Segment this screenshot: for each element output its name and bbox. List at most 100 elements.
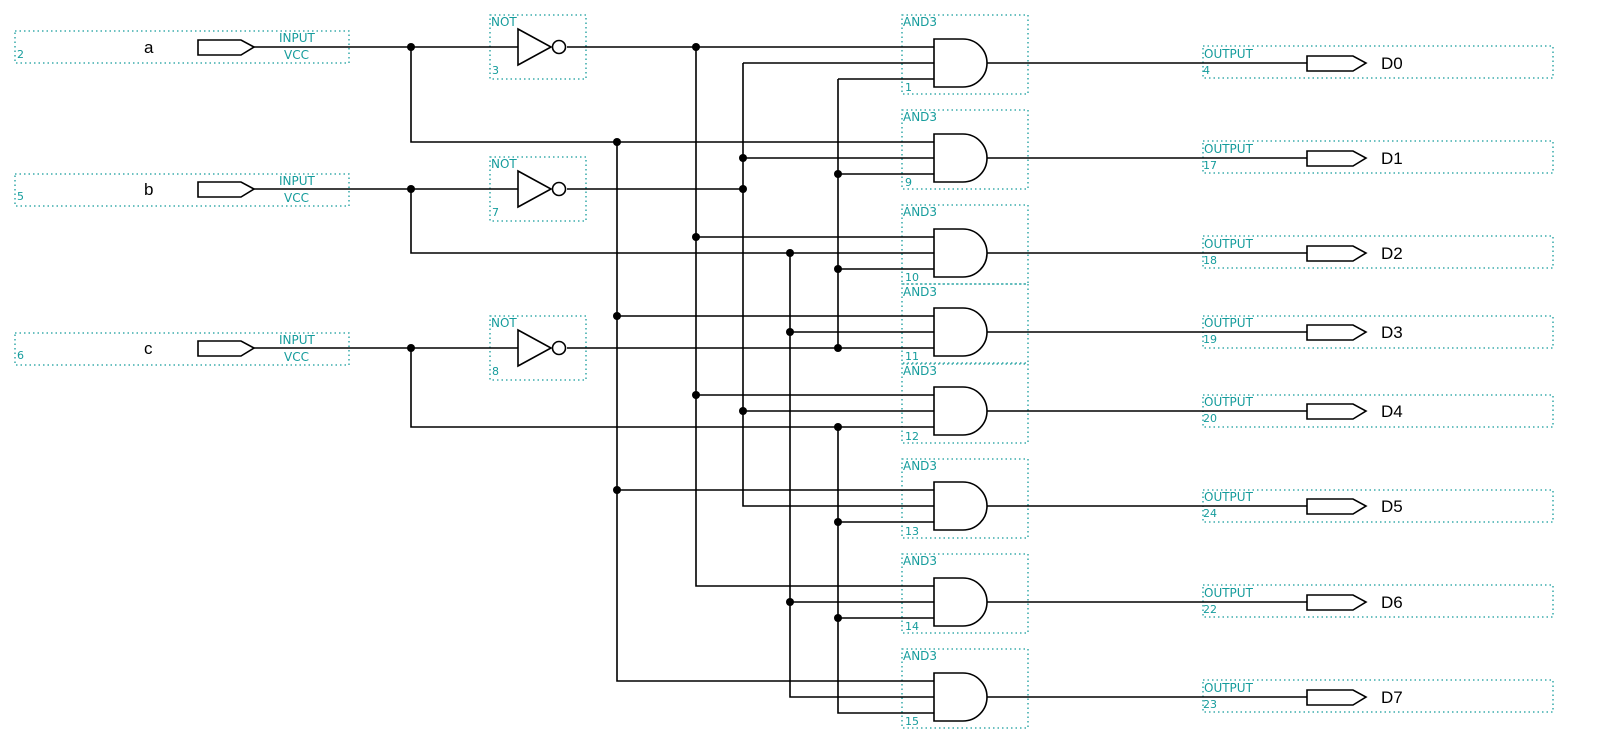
not-gate-bubble [551,181,567,197]
output-pin-symbol [1306,324,1368,341]
input-pin-number: 6 [17,349,24,362]
and3-type-label: AND3 [903,554,937,568]
output-name: D1 [1381,149,1403,168]
and3-gate-symbol [933,672,988,722]
not-instance-number: 8 [492,365,499,378]
output-type-label: OUTPUT [1204,47,1254,61]
and3-gate-symbol [933,228,988,278]
and3-gate-14[interactable]: AND3 14 [903,554,988,633]
output-pin-symbol [1306,689,1368,706]
output-pin-number: 17 [1203,159,1217,172]
input-name: b [144,180,153,199]
and3-gate-1[interactable]: AND3 1 [903,15,988,94]
output-name: D7 [1381,688,1403,707]
output-name: D3 [1381,323,1403,342]
output-d5[interactable]: OUTPUT 24 D5 [1203,490,1403,520]
output-pin-number: 24 [1203,507,1217,520]
and3-gate-9[interactable]: AND3 9 [903,110,988,189]
output-type-label: OUTPUT [1204,142,1254,156]
input-a[interactable]: 2 a INPUT VCC [17,31,316,62]
and3-type-label: AND3 [903,649,937,663]
output-pin-number: 19 [1203,333,1217,346]
and3-gate-symbol [933,307,988,357]
wires [254,46,1307,714]
output-d7[interactable]: OUTPUT 23 D7 [1203,681,1403,711]
output-pin-symbol [1306,594,1368,611]
not-type-label: NOT [491,157,517,171]
not-type-label: NOT [491,316,517,330]
input-name: c [144,339,153,358]
not-gate-7[interactable]: NOT 7 [491,157,567,219]
not-gate-symbol [517,328,553,368]
output-pin-symbol [1306,498,1368,515]
component-boxes [14,14,1554,729]
output-type-label: OUTPUT [1204,490,1254,504]
output-name: D0 [1381,54,1403,73]
output-d0[interactable]: OUTPUT 4 D0 [1203,47,1403,77]
output-pin-number: 22 [1203,603,1217,616]
input-type-label: INPUT [279,333,316,347]
and3-gate-symbol [933,386,988,436]
output-pin-number: 23 [1203,698,1217,711]
not-type-label: NOT [491,15,517,29]
and3-gate-symbol [933,38,988,88]
and3-instance-number: 10 [905,271,919,284]
output-type-label: OUTPUT [1204,237,1254,251]
and3-gate-13[interactable]: AND3 13 [903,459,988,538]
not-gate-symbol [517,169,553,209]
output-pin-symbol [1306,245,1368,262]
junction-dots [407,43,842,622]
and3-type-label: AND3 [903,205,937,219]
not-gate-8[interactable]: NOT 8 [491,316,567,378]
input-c[interactable]: 6 c INPUT VCC [17,333,316,364]
output-type-label: OUTPUT [1204,316,1254,330]
not-gate-bubble [551,340,567,356]
input-name: a [144,38,154,57]
output-pin-number: 4 [1203,64,1210,77]
and3-instance-number: 14 [905,620,919,633]
output-type-label: OUTPUT [1204,395,1254,409]
and3-type-label: AND3 [903,110,937,124]
output-d6[interactable]: OUTPUT 22 D6 [1203,586,1403,616]
and3-gate-15[interactable]: AND3 15 [903,649,988,728]
and3-type-label: AND3 [903,285,937,299]
not-gate-symbol [517,27,553,67]
and3-type-label: AND3 [903,15,937,29]
and3-gate-12[interactable]: AND3 12 [903,364,988,443]
not-gate-bubble [551,39,567,55]
input-default-label: VCC [284,48,309,62]
and3-gate-symbol [933,577,988,627]
and3-gate-10[interactable]: AND3 10 [903,205,988,284]
output-pin-symbol [1306,403,1368,420]
input-type-label: INPUT [279,31,316,45]
output-d4[interactable]: OUTPUT 20 D4 [1203,395,1403,425]
input-default-label: VCC [284,350,309,364]
and3-instance-number: 1 [905,81,912,94]
input-pin-number: 5 [17,190,24,203]
and3-type-label: AND3 [903,364,937,378]
input-pin-number: 2 [17,48,24,61]
output-name: D4 [1381,402,1403,421]
output-d3[interactable]: OUTPUT 19 D3 [1203,316,1403,346]
input-b[interactable]: 5 b INPUT VCC [17,174,316,205]
output-pin-number: 18 [1203,254,1217,267]
output-name: D2 [1381,244,1403,263]
input-type-label: INPUT [279,174,316,188]
and3-instance-number: 15 [905,715,919,728]
and3-type-label: AND3 [903,459,937,473]
output-pin-symbol [1306,150,1368,167]
output-d2[interactable]: OUTPUT 18 D2 [1203,237,1403,267]
output-pin-symbol [1306,55,1368,72]
input-pin-symbol [197,39,256,56]
and3-instance-number: 13 [905,525,919,538]
output-d1[interactable]: OUTPUT 17 D1 [1203,142,1403,172]
and3-instance-number: 11 [905,350,919,363]
not-instance-number: 7 [492,206,499,219]
input-pin-symbol [197,340,256,357]
input-pin-symbol [197,181,256,198]
and3-gate-symbol [933,133,988,183]
output-pin-number: 20 [1203,412,1217,425]
and3-gate-11[interactable]: AND3 11 [903,285,988,363]
not-gate-3[interactable]: NOT 3 [491,15,567,77]
